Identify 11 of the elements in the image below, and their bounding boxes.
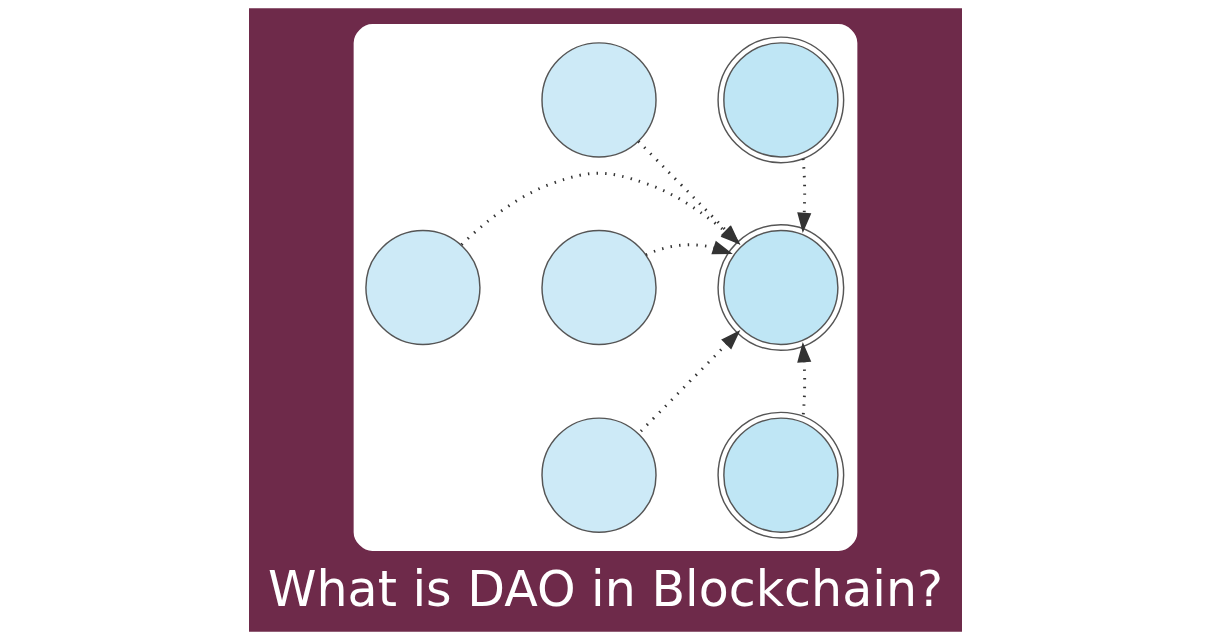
- arrow: [796, 342, 811, 417]
- node-picture: [716, 36, 844, 164]
- node-person: [540, 229, 657, 346]
- arrow: [796, 158, 811, 234]
- node-person: [364, 229, 481, 346]
- node-picture: [716, 411, 844, 539]
- arrow: [644, 240, 733, 257]
- node-person: [540, 417, 657, 533]
- cluster: [353, 24, 857, 551]
- node-person: [540, 42, 657, 158]
- diagram-title: What is DAO in Blockchain?: [267, 560, 943, 619]
